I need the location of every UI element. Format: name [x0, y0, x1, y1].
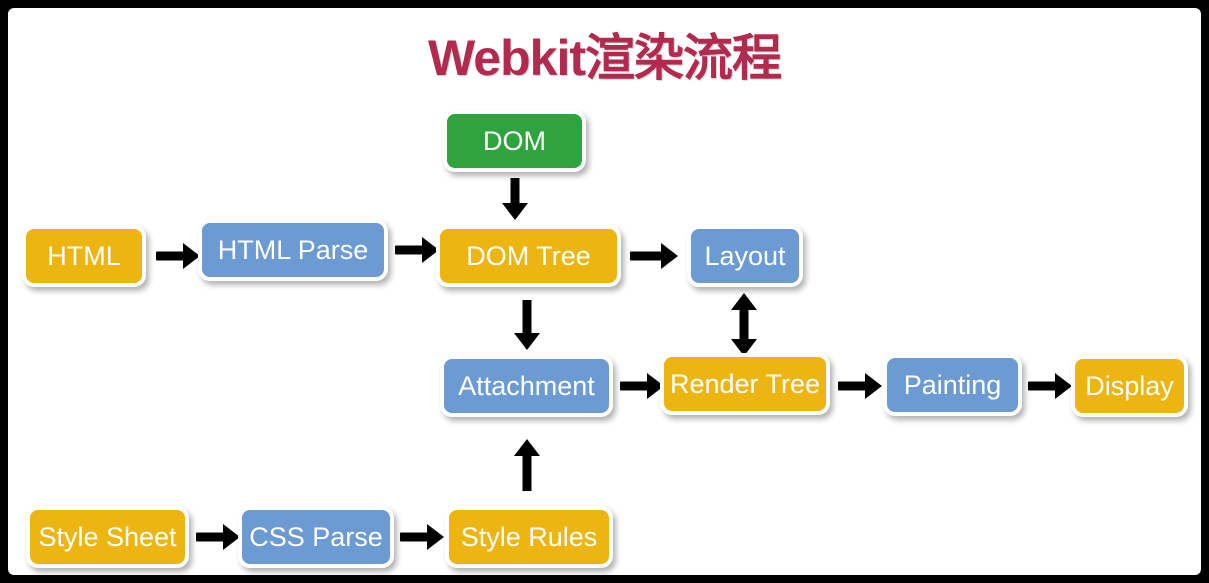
node-style-sheet[interactable]: Style Sheet: [26, 506, 189, 568]
arrow-render-tree-to-painting: [838, 372, 882, 400]
arrow-html-to-html-parse: [156, 242, 200, 270]
arrow-dom-to-dom-tree: [502, 178, 528, 220]
arrow-painting-to-display: [1028, 372, 1072, 400]
node-attachment-label: Attachment: [458, 370, 595, 401]
page-title: Webkit渲染流程: [428, 30, 782, 86]
node-style-rules[interactable]: Style Rules: [445, 506, 613, 568]
node-display[interactable]: Display: [1071, 355, 1188, 417]
node-render-tree-label: Render Tree: [669, 368, 821, 399]
node-html[interactable]: HTML: [22, 225, 146, 287]
node-layout-label: Layout: [704, 240, 786, 271]
arrow-attachment-to-render-tree: [620, 372, 664, 400]
node-render-tree[interactable]: Render Tree: [660, 353, 830, 415]
arrow-layout-render-tree-bidirectional: [731, 293, 757, 356]
node-attachment[interactable]: Attachment: [440, 355, 613, 417]
arrow-style-rules-to-attachment: [514, 439, 540, 491]
arrow-style-sheet-to-css-parse: [196, 523, 240, 551]
arrow-dom-tree-to-layout: [630, 242, 678, 270]
node-html-label: HTML: [47, 240, 121, 271]
node-css-parse-label: CSS Parse: [249, 521, 383, 552]
node-dom-tree[interactable]: DOM Tree: [436, 225, 621, 287]
node-css-parse[interactable]: CSS Parse: [238, 506, 394, 568]
node-dom[interactable]: DOM: [443, 110, 586, 172]
node-painting[interactable]: Painting: [883, 354, 1022, 416]
node-layout[interactable]: Layout: [687, 225, 803, 287]
node-style-rules-label: Style Rules: [460, 521, 598, 552]
node-html-parse-label: HTML Parse: [217, 234, 369, 265]
node-style-sheet-label: Style Sheet: [38, 521, 177, 552]
node-dom-tree-label: DOM Tree: [466, 240, 591, 271]
node-dom-label: DOM: [483, 125, 546, 156]
arrow-dom-tree-to-attachment: [514, 300, 540, 350]
diagram-canvas: Webkit渲染流程 DOM HTML HTML Parse DOM Tree: [8, 8, 1201, 575]
node-display-label: Display: [1085, 370, 1174, 401]
node-painting-label: Painting: [903, 369, 1002, 400]
arrow-html-parse-to-dom-tree: [395, 236, 439, 264]
arrow-css-parse-to-style-rules: [400, 523, 444, 551]
node-html-parse[interactable]: HTML Parse: [198, 219, 388, 281]
